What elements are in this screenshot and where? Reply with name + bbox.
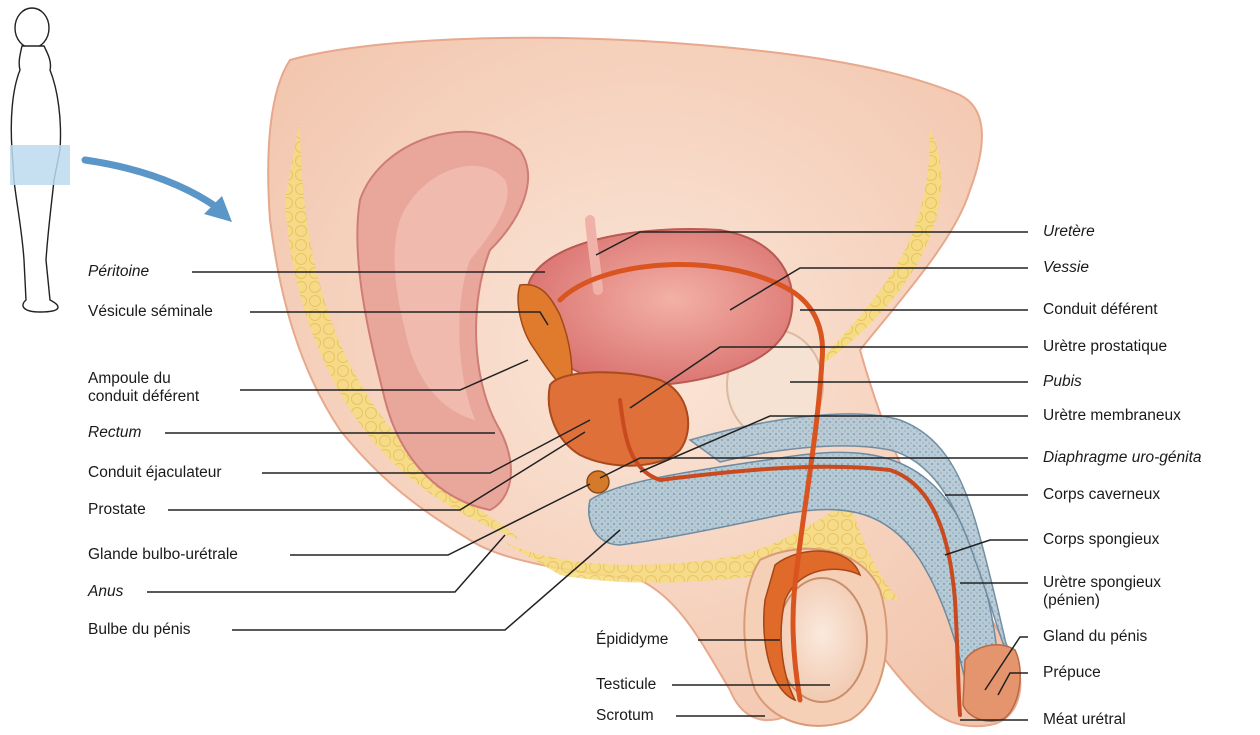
label-vessie: Vessie — [1043, 259, 1089, 277]
label-peritoine: Péritoine — [88, 263, 149, 281]
label-uretere: Uretère — [1043, 223, 1095, 241]
body-region-highlight — [10, 145, 70, 185]
label-pubis: Pubis — [1043, 373, 1082, 391]
label-testicule: Testicule — [596, 676, 656, 694]
label-ampoule-du-conduit-deferent: Ampoule du conduit déférent — [88, 370, 199, 406]
pointer-arrow-icon — [85, 160, 218, 208]
label-corps-spongieux: Corps spongieux — [1043, 531, 1159, 549]
label-scrotum: Scrotum — [596, 707, 654, 725]
label-corps-caverneux: Corps caverneux — [1043, 486, 1160, 504]
label-glande-bulbo-uretrale: Glande bulbo-urétrale — [88, 546, 238, 564]
label-conduit-deferent: Conduit déférent — [1043, 301, 1158, 319]
label-bulbe-du-penis: Bulbe du pénis — [88, 621, 191, 639]
label-meat-uretral: Méat urétral — [1043, 711, 1126, 729]
label-prostate: Prostate — [88, 501, 146, 519]
label-epididyme: Épididyme — [596, 631, 668, 649]
label-uretre-membraneux: Urètre membraneux — [1043, 407, 1181, 425]
label-uretre-spongieux: Urètre spongieux (pénien) — [1043, 574, 1161, 610]
label-gland-du-penis: Gland du pénis — [1043, 628, 1147, 646]
label-anus: Anus — [88, 583, 123, 601]
label-uretre-prostatique: Urètre prostatique — [1043, 338, 1167, 356]
label-vesicule-seminale: Vésicule séminale — [88, 303, 213, 321]
label-rectum: Rectum — [88, 424, 141, 442]
label-prepuce: Prépuce — [1043, 664, 1101, 682]
label-diaphragme-uro-genital: Diaphragme uro-génita — [1043, 449, 1202, 467]
label-conduit-ejaculateur: Conduit éjaculateur — [88, 464, 222, 482]
